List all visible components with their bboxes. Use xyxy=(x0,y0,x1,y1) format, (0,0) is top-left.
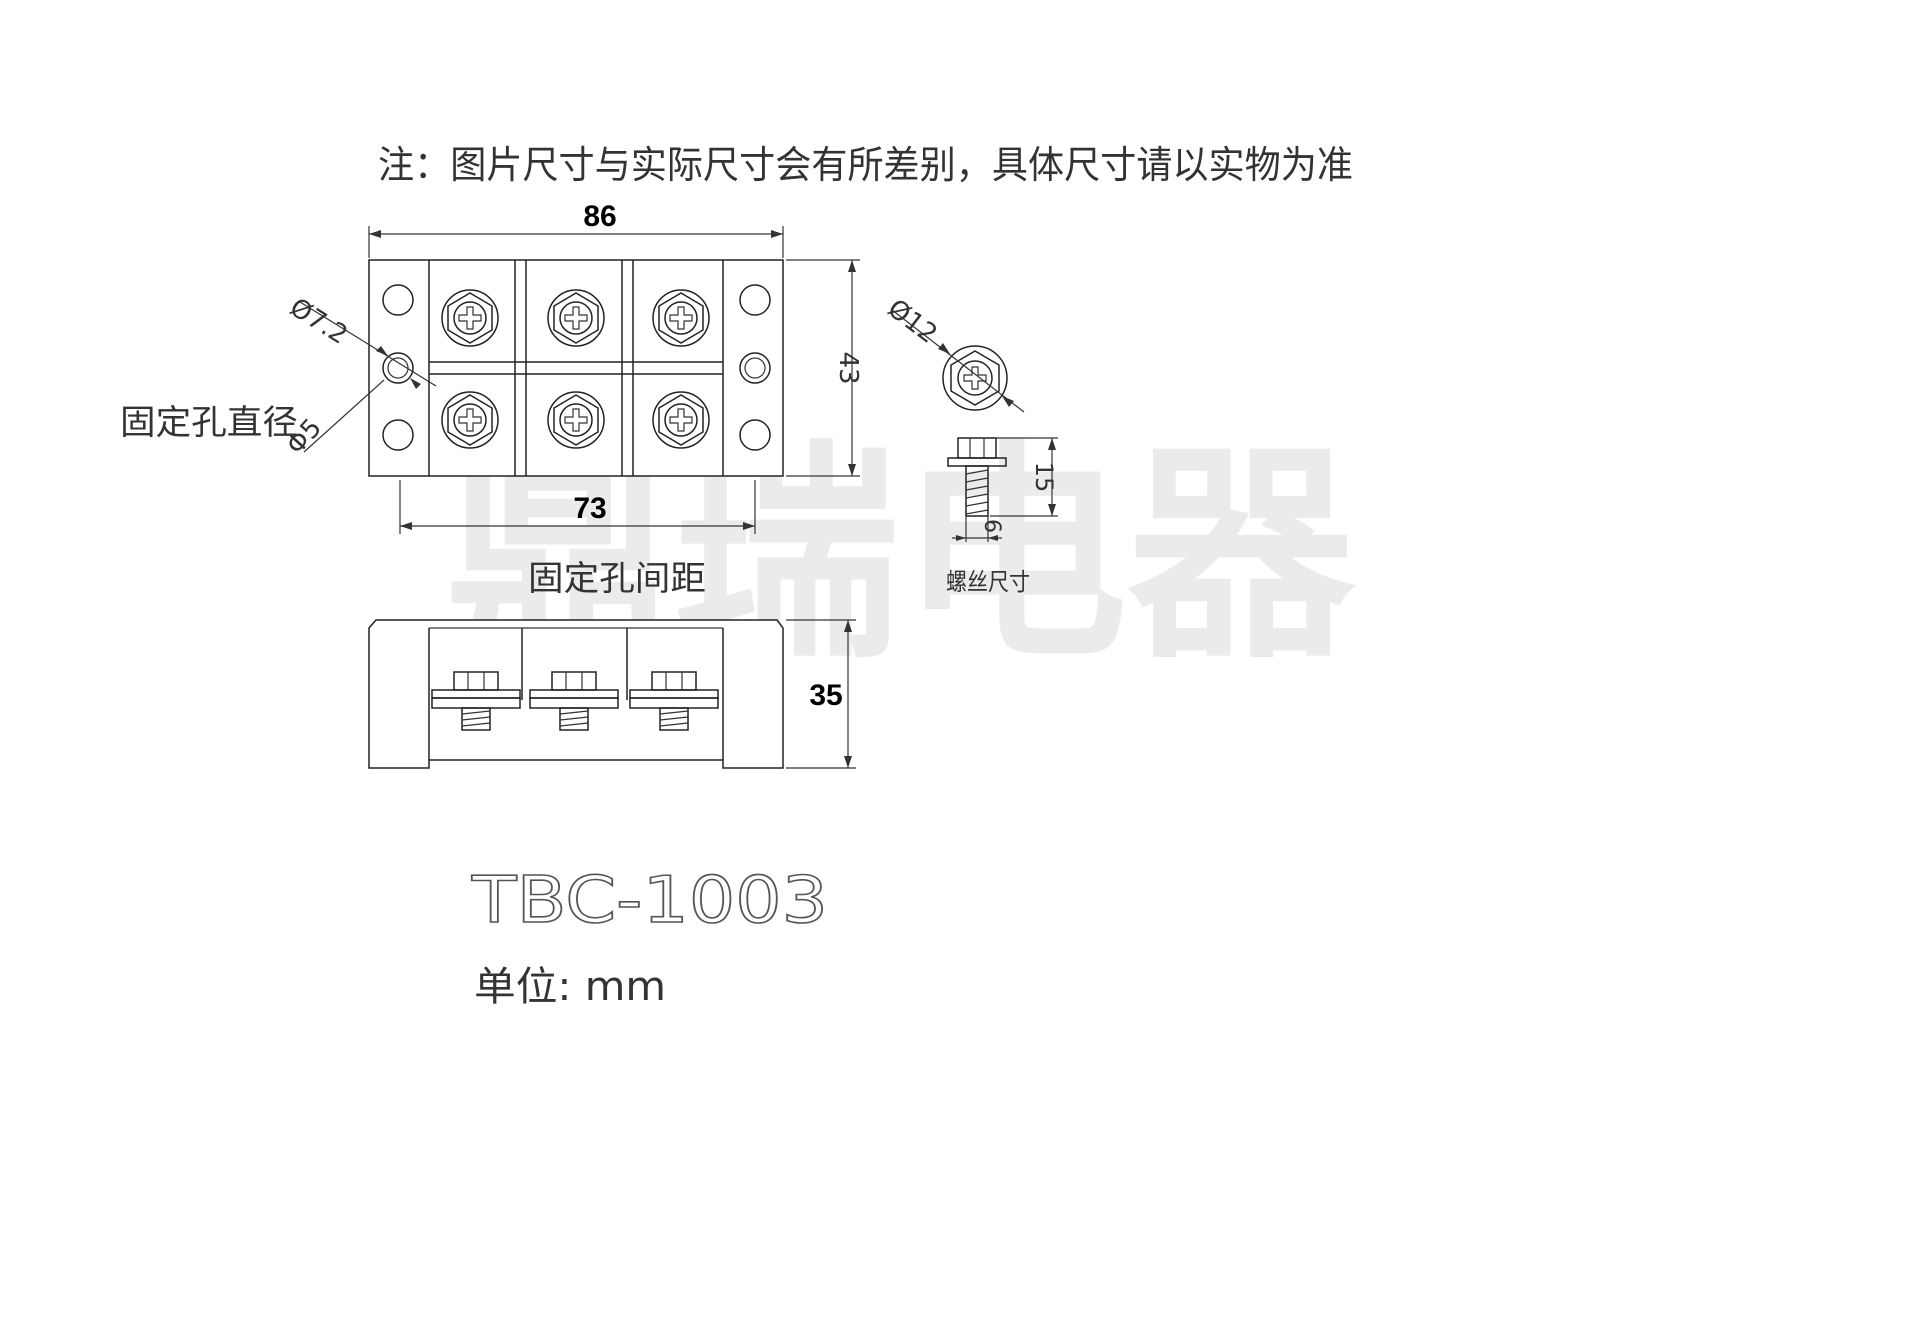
mounting-hole-right-bottom xyxy=(739,419,771,451)
model-number: TBC-1003 xyxy=(471,864,828,938)
dimension-hole-spacing: 73 固定孔间距 xyxy=(399,480,756,599)
dim-screw-length-value: 15 xyxy=(1030,462,1058,493)
side-screw-3 xyxy=(629,671,719,731)
top-view xyxy=(368,259,784,477)
side-view xyxy=(368,619,784,769)
hole-diameter-value: Ø7.2 xyxy=(284,292,352,350)
dim-depth-value: 35 xyxy=(809,679,842,712)
terminal-screw-bottom-3 xyxy=(652,391,710,449)
mounting-hole-right-top xyxy=(739,284,771,316)
mounting-hole-right-mid xyxy=(739,352,771,384)
hole-diameter-label: 固定孔直径 xyxy=(120,403,298,443)
mounting-hole-left-top xyxy=(382,284,414,316)
mounting-hole-left-mid xyxy=(382,352,414,384)
terminal-screw-top-1 xyxy=(441,289,499,347)
screw-head-detail: Ø12 xyxy=(882,294,1025,413)
screw-side-detail: 15 6 螺丝尺寸 xyxy=(946,437,1058,596)
side-screw-2 xyxy=(529,671,619,731)
unit-label: 单位: mm xyxy=(474,964,666,1010)
screw-size-label: 螺丝尺寸 xyxy=(946,568,1030,596)
technical-drawing: 鼎瑞电器 注：图片尺寸与实际尺寸会有所差别，具体尺寸请以实物为准 xyxy=(120,143,1357,1010)
note-text: 注：图片尺寸与实际尺寸会有所差别，具体尺寸请以实物为准 xyxy=(378,143,1353,187)
terminal-screw-top-3 xyxy=(652,289,710,347)
dimension-overall-width: 86 xyxy=(368,200,784,258)
dim-hole-spacing-value: 73 xyxy=(573,492,606,525)
dimension-height: 43 xyxy=(786,259,863,477)
dim-overall-width-value: 86 xyxy=(583,200,616,233)
terminal-screw-bottom-1 xyxy=(441,391,499,449)
dim-height-value: 43 xyxy=(833,351,863,384)
side-screw-1 xyxy=(431,671,521,731)
dim-screw-diameter-value: 6 xyxy=(979,519,1004,533)
mounting-hole-left-bottom xyxy=(382,419,414,451)
dimension-depth: 35 xyxy=(786,619,856,769)
terminal-screw-top-2 xyxy=(547,289,605,347)
hole-spacing-label: 固定孔间距 xyxy=(528,559,706,599)
terminal-screw-bottom-2 xyxy=(547,391,605,449)
